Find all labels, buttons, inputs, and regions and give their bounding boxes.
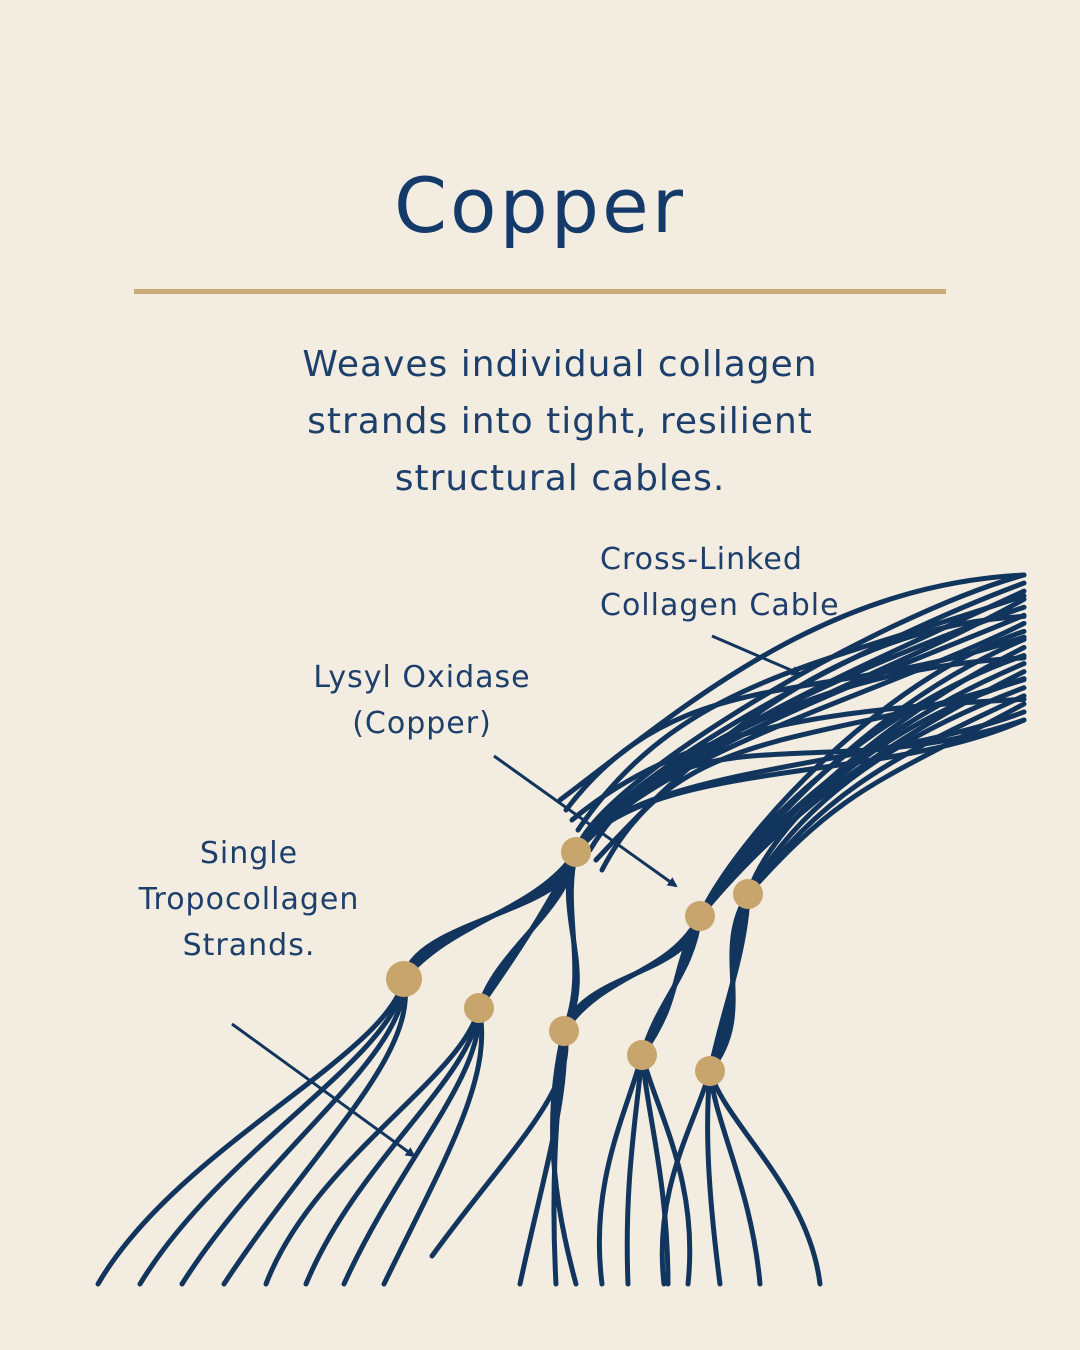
single-strand xyxy=(624,1052,645,1287)
description: Weaves individual collagen strands into … xyxy=(240,336,880,507)
lysyl-oxidase-node xyxy=(549,1016,579,1046)
single-strand xyxy=(429,1028,569,1259)
cable-strand xyxy=(563,634,1027,813)
single-strand xyxy=(705,1068,723,1287)
lysyl-oxidase-arrow xyxy=(493,754,678,888)
label-line: Single xyxy=(199,836,299,871)
description-line: strands into tight, resilient xyxy=(307,401,813,442)
single-strand xyxy=(596,1052,645,1287)
cable-strand xyxy=(639,669,1027,1058)
single-strand xyxy=(341,1005,482,1287)
label-line: Cross-Linked xyxy=(600,542,803,577)
page-title: Copper xyxy=(393,161,687,250)
single-strand xyxy=(707,1068,763,1287)
single-strands-label: Single Tropocollagen Strands. xyxy=(110,831,388,969)
title-divider xyxy=(134,289,946,294)
single-strand xyxy=(659,1068,713,1287)
lysyl-oxidase-node xyxy=(561,837,591,867)
label-line: Collagen Cable xyxy=(600,588,840,623)
label-line: Strands. xyxy=(182,928,316,963)
single-strand xyxy=(95,976,407,1287)
single-strand xyxy=(263,1005,482,1287)
lysyl-oxidase-node xyxy=(464,993,494,1023)
single-strand xyxy=(639,1052,693,1287)
cable-arrow xyxy=(711,634,802,676)
collagen-strands xyxy=(95,572,1027,1287)
cable-strand xyxy=(587,717,1027,853)
lysyl-oxidase-node xyxy=(386,961,422,997)
lysyl-oxidase-node xyxy=(627,1040,657,1070)
single-strand xyxy=(303,1005,482,1287)
single-strands-arrow xyxy=(231,1022,416,1158)
single-strand xyxy=(381,1005,485,1287)
cable-strand xyxy=(599,676,1027,873)
cable-strand xyxy=(707,701,1027,1074)
single-strand xyxy=(707,1068,823,1287)
single-strand xyxy=(639,1052,671,1287)
lysyl-oxidase-label: Lysyl Oxidase (Copper) xyxy=(290,655,554,747)
cable-strand xyxy=(476,612,1027,1011)
single-strand xyxy=(179,976,407,1287)
description-line: structural cables. xyxy=(394,458,726,499)
lysyl-oxidase-node xyxy=(685,901,715,931)
label-line: (Copper) xyxy=(352,706,492,741)
cross-linked-cable-label: Cross-Linked Collagen Cable xyxy=(600,537,880,629)
lysyl-oxidase-node xyxy=(733,879,763,909)
single-strand xyxy=(137,976,407,1287)
label-line: Tropocollagen xyxy=(138,882,360,917)
lysyl-oxidase-node xyxy=(695,1056,725,1086)
cable-strand xyxy=(575,593,1027,833)
single-strand xyxy=(551,1028,567,1287)
cable-strand xyxy=(561,709,1027,1034)
label-line: Lysyl Oxidase xyxy=(313,660,531,695)
callout-arrows xyxy=(231,634,802,1158)
description-line: Weaves individual collagen xyxy=(302,344,818,385)
single-strand xyxy=(221,976,408,1287)
lysyl-oxidase-nodes xyxy=(386,837,763,1086)
